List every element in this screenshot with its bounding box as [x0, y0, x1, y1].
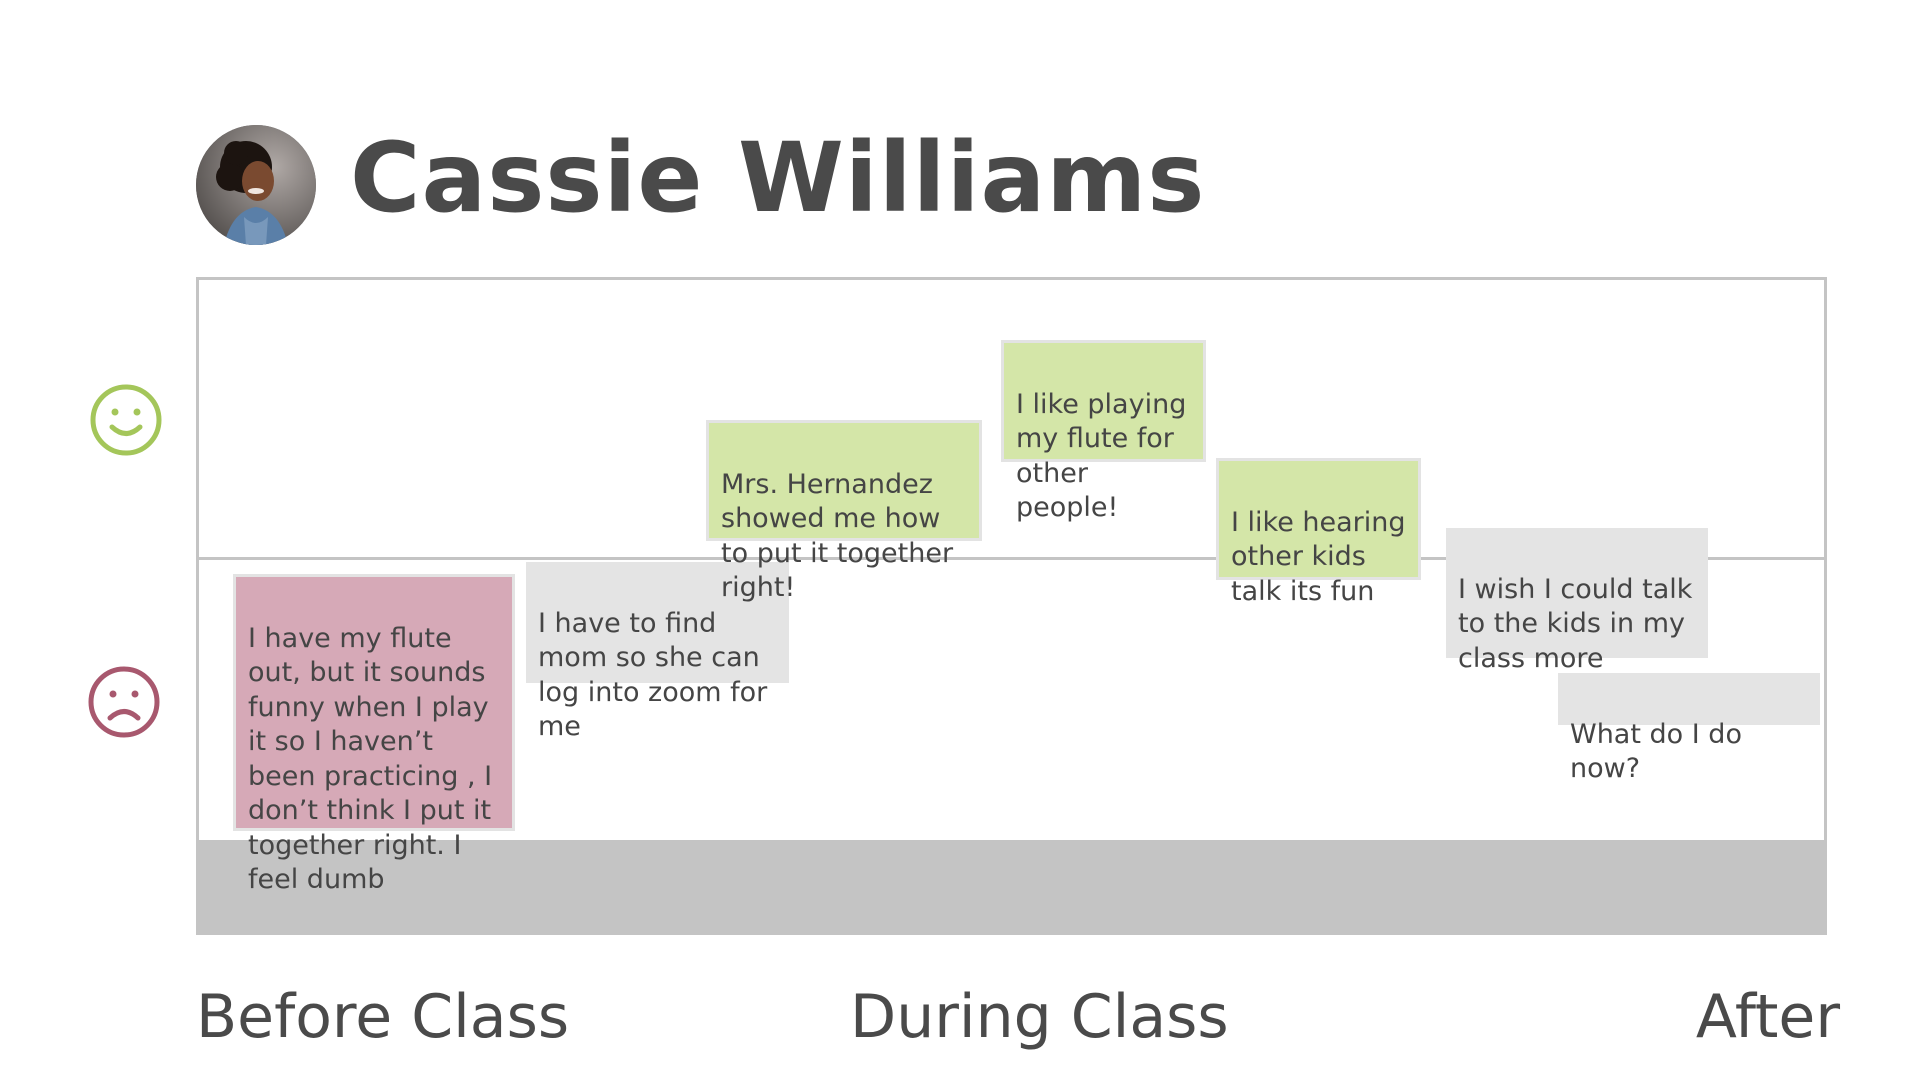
note-text: I have to find mom so she can log into z…	[538, 607, 768, 743]
avatar	[196, 125, 316, 245]
sticky-note-positive[interactable]: I like hearing other kids talk its fun	[1216, 458, 1421, 607]
smiley-face-icon	[90, 384, 162, 456]
note-text: I like playing my flute for other people…	[1016, 388, 1187, 524]
frowning-face-icon	[88, 666, 160, 738]
note-text: I like hearing other kids talk its fun	[1231, 506, 1406, 607]
timeline-band	[196, 840, 1827, 935]
phase-label-after: After	[1695, 982, 1840, 1052]
note-text: Mrs. Hernandez showed me how to put it t…	[721, 468, 954, 604]
sticky-note-neutral[interactable]: What do I do now?	[1558, 673, 1820, 784]
sticky-note-positive[interactable]: Mrs. Hernandez showed me how to put it t…	[706, 420, 982, 603]
sticky-note-positive[interactable]: I like playing my flute for other people…	[1001, 340, 1206, 523]
sentiment-divider	[196, 557, 1827, 560]
note-text: I have my flute out, but it sounds funny…	[248, 622, 493, 896]
sticky-note-neutral[interactable]: I have to find mom so she can log into z…	[526, 562, 789, 742]
sticky-note-neutral[interactable]: I wish I could talk to the kids in my cl…	[1446, 528, 1708, 674]
note-text: What do I do now?	[1570, 718, 1742, 785]
girl-portrait-avatar-icon	[196, 125, 316, 245]
page-title: Cassie Williams	[350, 122, 1206, 234]
sticky-note-negative[interactable]: I have my flute out, but it sounds funny…	[233, 574, 515, 895]
phase-label-before-class: Before Class	[196, 982, 570, 1052]
phase-label-during-class: During Class	[850, 982, 1229, 1052]
note-text: I wish I could talk to the kids in my cl…	[1458, 573, 1693, 674]
